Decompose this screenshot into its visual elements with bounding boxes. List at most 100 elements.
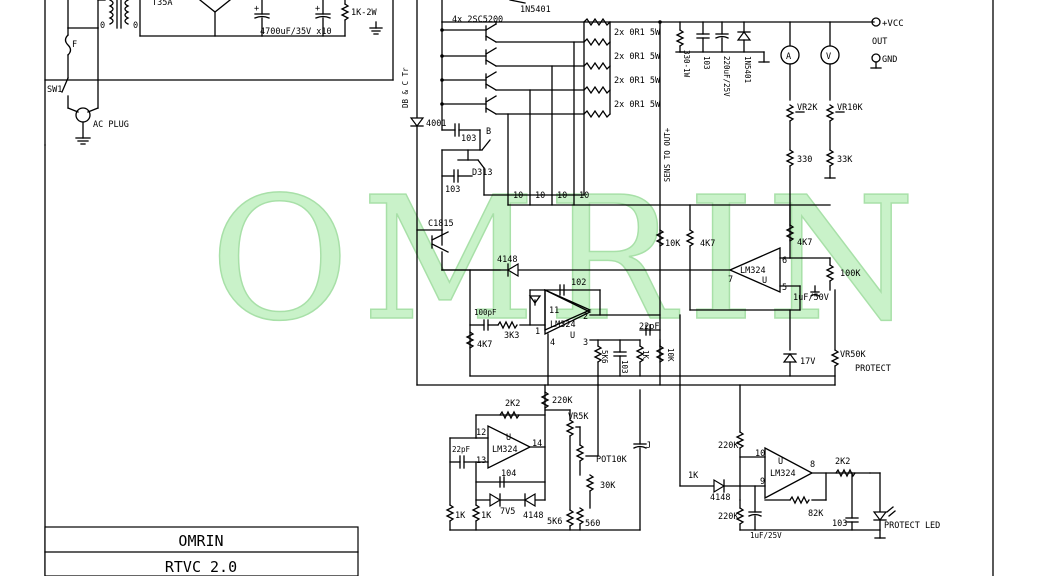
driver-cap-label: 103 [445, 185, 460, 195]
d-out-label: 1N5401 [743, 56, 752, 83]
resistor-label: 100K [840, 269, 861, 279]
fuse-label: F [72, 40, 77, 50]
pin-label: 8 [810, 460, 815, 470]
sens-label: SENS TO OUT+ [663, 127, 672, 182]
opamp-unit-label: U [778, 457, 783, 467]
bc-cap-label: 103 [461, 134, 476, 144]
opamp-unit-label: U [570, 331, 575, 341]
diode-main-label: 4001 [426, 119, 446, 129]
ammeter-label: A [786, 52, 791, 62]
base-resistor-label: 10 [535, 191, 545, 201]
cap-label: J [646, 441, 651, 451]
cap-label: 1uF/25V [750, 531, 782, 540]
r330-label: 330 [797, 155, 812, 165]
opamp-unit-label: U [506, 433, 511, 443]
bleeder-label: 1K-2W [351, 8, 377, 18]
resistor-label: 5K6 [600, 350, 609, 364]
title-block-name: OMRIN [178, 532, 223, 550]
resistor-label: 4K7 [477, 340, 492, 350]
transistor-row [440, 95, 585, 115]
resistor-label: 1K [455, 511, 466, 521]
pin-label: 6 [782, 256, 787, 266]
base-resistor-label: 10 [579, 191, 589, 201]
ac-plug-label: AC PLUG [93, 120, 129, 130]
pin-label: 9 [760, 477, 765, 487]
lm324-opamp-icon [764, 446, 814, 500]
lm324-opamp-icon [487, 424, 532, 470]
base-resistor-label: 10 [513, 191, 523, 201]
resistor-label: 10K [666, 348, 675, 362]
resistor-label: 220K [718, 441, 739, 451]
pin-label: 7 [728, 275, 733, 285]
title-block-model: RTVC 2.0 [165, 558, 237, 576]
vr10k-label: VR10K [837, 103, 863, 113]
resistor-label: 10K [665, 239, 681, 249]
resistor-label: 560 [585, 519, 600, 529]
c2-label: 220uF/25V [722, 56, 731, 97]
bc-label: B [486, 127, 491, 137]
rect-diode-label: 1N5401 [520, 5, 551, 15]
zener-label: 17V [800, 357, 815, 367]
error-amp: LM324 U 6 5 7 4K7 100K 1uF/50V 10K 4K7 4… [416, 204, 891, 386]
r-load-label: 330-1W [682, 50, 691, 78]
resistor-label: 1K [641, 350, 650, 360]
db-label: DB & C Tr [401, 67, 410, 108]
cap-label: 103 [832, 519, 847, 529]
protect-led-icon [872, 511, 888, 521]
zener-label: 7V5 [500, 507, 515, 517]
svg-text:+: + [315, 4, 320, 14]
diode-4001-icon [409, 117, 425, 127]
resistor-label: 1K [481, 511, 492, 521]
gnd-label: GND [882, 55, 897, 65]
pot-label: VR5K [568, 412, 589, 422]
vcc-terminal-icon [871, 17, 881, 27]
fuse-rating-label: T35A [152, 0, 172, 8]
primary-tap-label: 0 [100, 21, 105, 31]
resistor-label: 2K2 [835, 457, 850, 467]
pin-label: 4 [550, 338, 555, 348]
cap-label: 22pF [639, 322, 659, 332]
resistor-label: 1K [688, 471, 699, 481]
c1-label: 103 [702, 56, 711, 70]
emitter-resistor-label: 2x 0R1 5W [614, 52, 661, 62]
diode-label: 4148 [523, 511, 543, 521]
r33k-label: 33K [837, 155, 853, 165]
out-label: OUT [872, 37, 887, 47]
output-side: +VCC OUT GND 330-1W 103 220uF/25V 1N5401 [658, 17, 904, 386]
resistor-label: 4K7 [797, 238, 812, 248]
lm324-opamp-icon [728, 247, 781, 293]
emitter-resistor-label: 2x 0R1 5W [614, 100, 661, 110]
cap-label: 22pF [452, 445, 471, 454]
emitter-resistor-label: 2x 0R1 5W [614, 76, 661, 86]
ac-plug-icon [75, 107, 91, 123]
diode-label: 4148 [710, 493, 730, 503]
resistor-label: 3K3 [504, 331, 519, 341]
transistor-row [440, 47, 585, 67]
resistor-label: 82K [808, 509, 824, 519]
opamp-label: LM324 [740, 266, 766, 276]
cap-label: 103 [620, 360, 629, 374]
bridge-rectifier-icon [199, 0, 231, 13]
output-transistors-label: 4x 2SC5200 [452, 15, 503, 25]
title-block: OMRIN RTVC 2.0 [44, 526, 359, 576]
svg-text:+: + [254, 4, 259, 14]
pin-label: 14 [532, 439, 542, 449]
protect-led-label: PROTECT LED [884, 521, 940, 531]
cap-label: 100pF [474, 308, 497, 317]
transistor-row [440, 21, 585, 43]
resistor-label: 220K [718, 512, 739, 522]
cap-label: 102 [571, 278, 586, 288]
emitter-resistor-label: 2x 0R1 5W [614, 28, 661, 38]
pin-label: 5 [782, 283, 787, 293]
cap-label: 1uF/50V [793, 293, 829, 303]
watermark-text: OMRIN [210, 161, 927, 359]
base-resistor-label: 10 [557, 191, 567, 201]
pin-label: 11 [549, 306, 559, 316]
secondary-tap-label: 0 [133, 21, 138, 31]
resistor-label: 220K [552, 396, 573, 406]
protect-amp: LM324 U 10 9 8 220K 220K 1K 4148 1uF/25V… [679, 314, 940, 540]
voltmeter-label: V [826, 52, 831, 62]
predriver-label: C1815 [428, 219, 454, 229]
opamp-unit-label: U [762, 276, 767, 286]
